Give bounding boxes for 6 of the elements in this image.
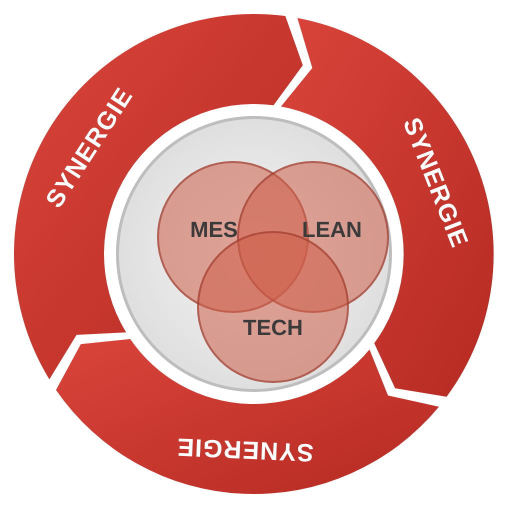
arrow-ring-segment — [56, 338, 440, 494]
venn-label: TECH — [243, 315, 303, 341]
venn-label: LEAN — [302, 217, 362, 243]
segment-label: SYNERGIE — [176, 431, 315, 466]
venn-label: MES — [190, 217, 238, 243]
arrow-ring-segment — [14, 14, 303, 380]
